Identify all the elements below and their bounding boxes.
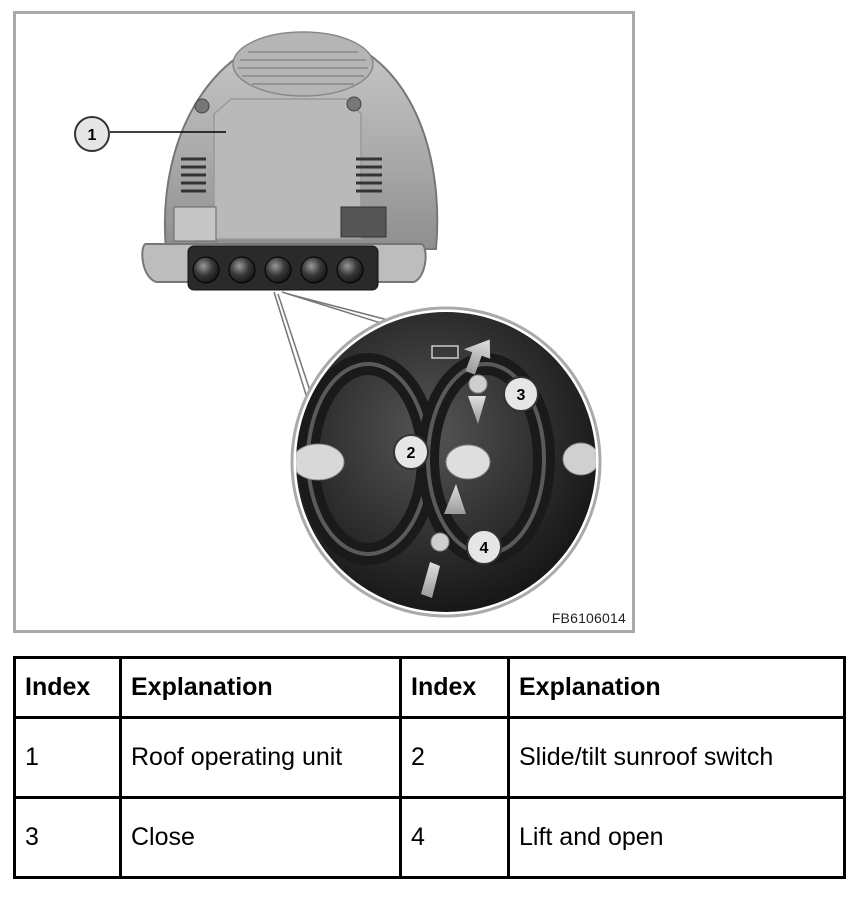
table-row: 3 Close 4 Lift and open bbox=[13, 796, 846, 879]
diagram-illustration: 1 bbox=[74, 31, 602, 618]
index-cell: 1 bbox=[13, 716, 122, 799]
index-cell: 4 bbox=[399, 796, 510, 879]
callout-3: 3 bbox=[503, 376, 539, 412]
header-index: Index bbox=[399, 656, 510, 719]
roof-operating-unit bbox=[141, 31, 439, 291]
sunroof-diagram: 1 bbox=[13, 11, 635, 633]
figure-code: FB6106014 bbox=[551, 610, 626, 626]
header-explanation: Explanation bbox=[507, 656, 846, 719]
legend-header-row: Index Explanation Index Explanation bbox=[13, 656, 846, 719]
svg-text:1: 1 bbox=[88, 127, 97, 144]
svg-text:4: 4 bbox=[480, 540, 489, 557]
explanation-cell: Roof operating unit bbox=[119, 716, 402, 799]
index-cell: 3 bbox=[13, 796, 122, 879]
callout-1: 1 bbox=[74, 116, 226, 152]
header-explanation: Explanation bbox=[119, 656, 402, 719]
explanation-cell: Close bbox=[119, 796, 402, 879]
zoom-detail: 2 3 4 bbox=[290, 306, 602, 618]
index-cell: 2 bbox=[399, 716, 510, 799]
legend-table: Index Explanation Index Explanation 1 Ro… bbox=[13, 656, 846, 879]
header-index: Index bbox=[13, 656, 122, 719]
explanation-cell: Lift and open bbox=[507, 796, 846, 879]
table-row: 1 Roof operating unit 2 Slide/tilt sunro… bbox=[13, 716, 846, 799]
callout-2: 2 bbox=[393, 434, 429, 470]
svg-text:2: 2 bbox=[407, 445, 416, 462]
svg-text:3: 3 bbox=[517, 387, 526, 404]
explanation-cell: Slide/tilt sunroof switch bbox=[507, 716, 846, 799]
callout-4: 4 bbox=[466, 529, 502, 565]
